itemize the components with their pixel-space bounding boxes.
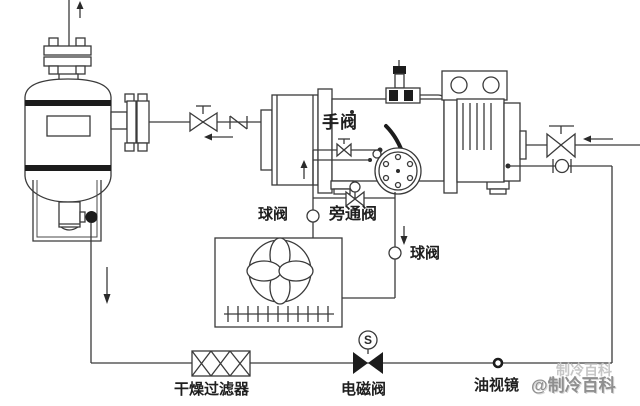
check-valve-icon xyxy=(229,115,248,130)
oil-cooler-circuit xyxy=(300,138,408,299)
coil-fins xyxy=(224,306,334,322)
solenoid-valve-label: 电磁阀 xyxy=(341,381,387,398)
shutoff-valve-icon xyxy=(189,105,218,133)
oil-return-line xyxy=(505,158,613,363)
vessel-stand xyxy=(32,180,102,242)
terminal-box xyxy=(441,70,508,101)
solenoid-valve-icon xyxy=(353,330,383,374)
ball-valve-left-label: 球阀 xyxy=(258,206,289,223)
suction-shutoff-valve-icon xyxy=(546,125,576,159)
suction-line xyxy=(526,125,640,159)
hand-valve-icon xyxy=(336,138,352,158)
ball-valve-right-label: 球阀 xyxy=(410,245,441,262)
watermark: @制冷百科 xyxy=(531,376,616,395)
filter-drier-label: 干燥过滤器 xyxy=(174,381,250,398)
discharge-line xyxy=(149,105,261,141)
drain-valve-icon xyxy=(79,211,86,223)
oil-separator xyxy=(24,0,150,363)
ball-valve-right-icon xyxy=(388,246,402,260)
discharge-service-valve-icon xyxy=(385,60,445,104)
filter-drier-icon xyxy=(191,350,251,377)
watermark-ghost: 制冷百科 xyxy=(556,362,612,378)
oil-pump-flange-icon xyxy=(374,147,422,195)
oil-cooler-fan xyxy=(214,237,343,328)
bottom-oil-line xyxy=(91,330,612,377)
oil-sight-glass-label: 油视镜 xyxy=(474,377,520,394)
sight-glass-icon xyxy=(552,158,572,174)
oil-sight-glass-icon xyxy=(492,357,504,369)
ball-valve-left-icon xyxy=(306,209,320,223)
compressor xyxy=(260,60,527,195)
nameplate xyxy=(46,115,91,137)
bypass-valve-label: 旁通阀 xyxy=(329,206,378,223)
bypass-valve-icon xyxy=(345,181,365,208)
hand-valve-label: 手阀 xyxy=(322,113,358,132)
solenoid-s-symbol: S xyxy=(363,333,372,347)
